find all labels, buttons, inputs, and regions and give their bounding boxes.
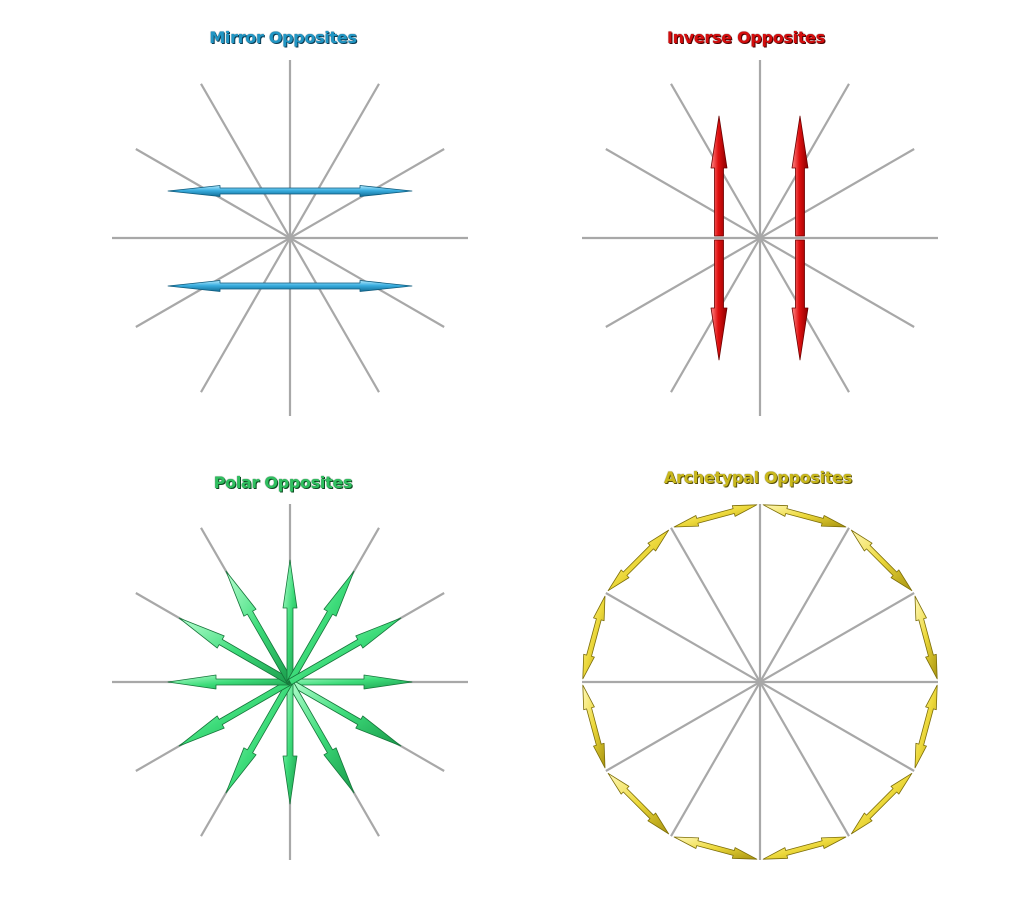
mirror-double-arrow-icon <box>167 185 413 197</box>
polar-radial-arrow-icon <box>178 679 292 747</box>
polar-opposites-title: Polar Opposites <box>213 473 353 492</box>
archetypal-double-arrow-icon <box>673 836 758 860</box>
archetypal-double-arrow-icon <box>850 529 913 592</box>
archetypal-double-arrow-icon <box>762 836 847 860</box>
mirror-double-arrow-icon <box>167 280 413 292</box>
polar-radial-arrow-icon <box>289 674 413 690</box>
polar-radial-arrow-icon <box>282 559 298 683</box>
archetypal-double-arrow-icon <box>914 595 938 680</box>
polar-radial-arrow-icon <box>282 681 298 805</box>
polar-radial-arrow-icon <box>286 680 355 794</box>
polar-radial-arrow-icon <box>286 570 355 684</box>
polar-radial-arrow-icon <box>225 680 294 794</box>
inverse-spoke <box>605 148 915 328</box>
archetypal-double-arrow-icon <box>673 504 758 528</box>
polar-radial-arrow-icon <box>288 617 402 685</box>
archetypal-double-arrow-icon <box>607 772 670 835</box>
polar-radial-arrow-icon <box>288 679 402 747</box>
polar-radial-arrow-icon <box>167 674 291 690</box>
archetypal-double-arrow-icon <box>914 684 938 769</box>
archetypal-double-arrow-icon <box>762 504 847 528</box>
mirror-opposites-title: Mirror Opposites <box>209 28 357 47</box>
archetypal-double-arrow-icon <box>850 772 913 835</box>
archetypal-double-arrow-icon <box>582 595 606 680</box>
inverse-arrow-down-icon <box>791 239 809 361</box>
inverse-arrow-up-icon <box>710 115 728 237</box>
inverse-opposites-title: Inverse Opposites <box>667 28 825 47</box>
polar-radial-arrow-icon <box>178 617 292 685</box>
archetypal-spoke <box>605 592 915 772</box>
mirror-spoke <box>135 148 445 328</box>
inverse-arrow-up-icon <box>791 115 809 237</box>
archetypal-opposites-title: Archetypal Opposites <box>664 468 852 487</box>
polar-radial-arrow-icon <box>225 570 294 684</box>
spokes-layer <box>112 60 938 860</box>
inverse-arrow-down-icon <box>710 239 728 361</box>
arrows-layer <box>167 115 938 860</box>
archetypal-double-arrow-icon <box>582 684 606 769</box>
archetypal-double-arrow-icon <box>607 529 670 592</box>
